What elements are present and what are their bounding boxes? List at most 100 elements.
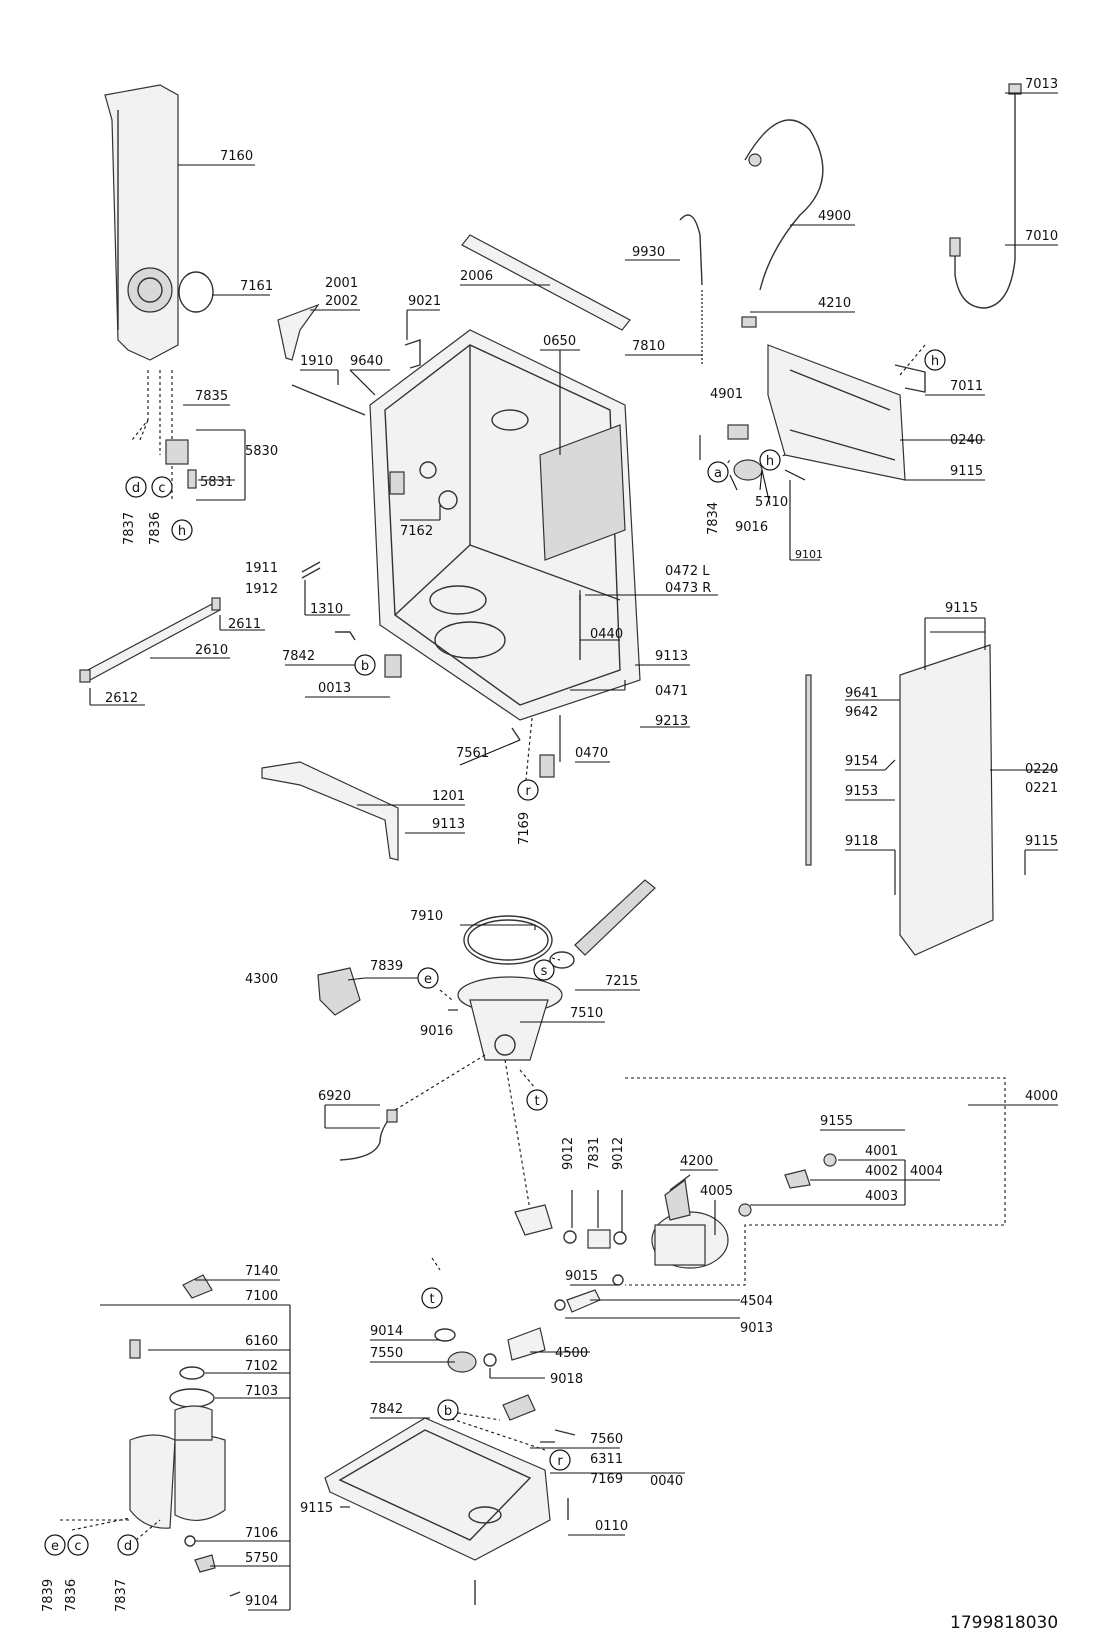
callout-t: t xyxy=(534,1094,539,1109)
part-label-4000: 4000 xyxy=(1025,1089,1058,1104)
part-label-0220: 0220 xyxy=(1025,762,1058,777)
part-label-7839: 7839 xyxy=(370,959,403,974)
part-label-0221: 0221 xyxy=(1025,781,1058,796)
callout-h2: h xyxy=(931,354,939,369)
callout-circle-s xyxy=(533,959,555,981)
callout-e2: e xyxy=(51,1539,59,1554)
part-label-0110: 0110 xyxy=(595,1519,628,1534)
part-label-9930: 9930 xyxy=(632,245,665,260)
part-label-7831: 7831 xyxy=(587,1137,602,1170)
callout-a: a xyxy=(714,466,722,481)
part-label-9018: 9018 xyxy=(550,1372,583,1387)
part-label-9012b: 9012 xyxy=(611,1137,626,1170)
part-label-9115c: 9115 xyxy=(1025,834,1058,849)
part-label-7102: 7102 xyxy=(245,1359,278,1374)
part-label-7100: 7100 xyxy=(245,1289,278,1304)
part-label-9153: 9153 xyxy=(845,784,878,799)
part-label-7010: 7010 xyxy=(1025,229,1058,244)
part-label-9213: 9213 xyxy=(655,714,688,729)
callout-c: c xyxy=(158,481,165,496)
part-label-7834: 7834 xyxy=(706,502,721,535)
callout-t2: t xyxy=(429,1292,434,1307)
part-label-2001: 2001 xyxy=(325,276,358,291)
part-label-4300: 4300 xyxy=(245,972,278,987)
part-label-4004: 4004 xyxy=(910,1164,943,1179)
part-label-6311: 6311 xyxy=(590,1452,623,1467)
part-label-0470: 0470 xyxy=(575,746,608,761)
part-label-7013: 7013 xyxy=(1025,77,1058,92)
callout-circle-e2 xyxy=(44,1534,66,1556)
part-label-7560: 7560 xyxy=(590,1432,623,1447)
part-label-9104: 9104 xyxy=(245,1594,278,1609)
callout-h3: h xyxy=(766,454,774,469)
callout-circle-r2 xyxy=(549,1449,571,1471)
callout-circle-h3 xyxy=(759,449,781,471)
part-label-9016b: 9016 xyxy=(420,1024,453,1039)
callout-circle-b xyxy=(354,654,376,676)
part-label-7106: 7106 xyxy=(245,1526,278,1541)
part-label-2612: 2612 xyxy=(105,691,138,706)
part-label-5830: 5830 xyxy=(245,444,278,459)
part-label-7160: 7160 xyxy=(220,149,253,164)
part-label-9118: 9118 xyxy=(845,834,878,849)
callout-b2: b xyxy=(444,1404,452,1419)
part-label-9101: 9101 xyxy=(795,548,823,561)
part-label-7103: 7103 xyxy=(245,1384,278,1399)
part-label-7169: 7169 xyxy=(517,812,532,845)
part-label-1201: 1201 xyxy=(432,789,465,804)
part-label-0040: 0040 xyxy=(650,1474,683,1489)
callout-s: s xyxy=(541,964,548,979)
part-label-0650: 0650 xyxy=(543,334,576,349)
part-label-9115d: 9115 xyxy=(300,1501,333,1516)
part-label-0440: 0440 xyxy=(590,627,623,642)
part-label-7011: 7011 xyxy=(950,379,983,394)
callout-circle-b2 xyxy=(437,1399,459,1421)
part-drawings xyxy=(60,83,1022,1605)
part-label-9154: 9154 xyxy=(845,754,878,769)
part-label-6920: 6920 xyxy=(318,1089,351,1104)
callout-circle-c2 xyxy=(67,1534,89,1556)
part-label-4900: 4900 xyxy=(818,209,851,224)
callout-circle-t2 xyxy=(421,1287,443,1309)
part-label-7835: 7835 xyxy=(195,389,228,404)
leader-lines xyxy=(89,92,1058,1611)
part-label-7836b: 7836 xyxy=(64,1579,79,1612)
part-label-0240: 0240 xyxy=(950,433,983,448)
part-labels: 7160 7161 2001 2002 1910 9640 9021 2006 … xyxy=(41,77,1058,1612)
part-label-6160: 6160 xyxy=(245,1334,278,1349)
part-label-2006: 2006 xyxy=(460,269,493,284)
part-label-9641: 9641 xyxy=(845,686,878,701)
part-label-7161: 7161 xyxy=(240,279,273,294)
callout-circle-h xyxy=(171,519,193,541)
part-label-4500: 4500 xyxy=(555,1346,588,1361)
part-label-4210: 4210 xyxy=(818,296,851,311)
part-label-9013: 9013 xyxy=(740,1321,773,1336)
part-label-4002: 4002 xyxy=(865,1164,898,1179)
part-label-9113: 9113 xyxy=(655,649,688,664)
part-label-9021: 9021 xyxy=(408,294,441,309)
part-label-9012: 9012 xyxy=(561,1137,576,1170)
callout-c2: c xyxy=(74,1539,81,1554)
part-label-7140: 7140 xyxy=(245,1264,278,1279)
part-label-5710: 5710 xyxy=(755,495,788,510)
part-label-1912: 1912 xyxy=(245,582,278,597)
part-label-9113b: 9113 xyxy=(432,817,465,832)
part-label-5750: 5750 xyxy=(245,1551,278,1566)
part-label-1310: 1310 xyxy=(310,602,343,617)
callout-circle-r xyxy=(517,779,539,801)
part-label-7162: 7162 xyxy=(400,524,433,539)
part-label-9115: 9115 xyxy=(950,464,983,479)
part-label-4901: 4901 xyxy=(710,387,743,402)
part-label-4003: 4003 xyxy=(865,1189,898,1204)
part-label-9640: 9640 xyxy=(350,354,383,369)
callout-d: d xyxy=(132,481,140,496)
part-label-7837: 7837 xyxy=(122,512,137,545)
callout-circle-h2 xyxy=(924,349,946,371)
part-label-9115b: 9115 xyxy=(945,601,978,616)
part-label-9014: 9014 xyxy=(370,1324,403,1339)
part-label-7837b: 7837 xyxy=(114,1579,129,1612)
callout-circle-e xyxy=(417,967,439,989)
callout-h: h xyxy=(178,524,186,539)
callout-circle-d xyxy=(125,476,147,498)
document-number: 1799818030 xyxy=(950,1613,1058,1633)
